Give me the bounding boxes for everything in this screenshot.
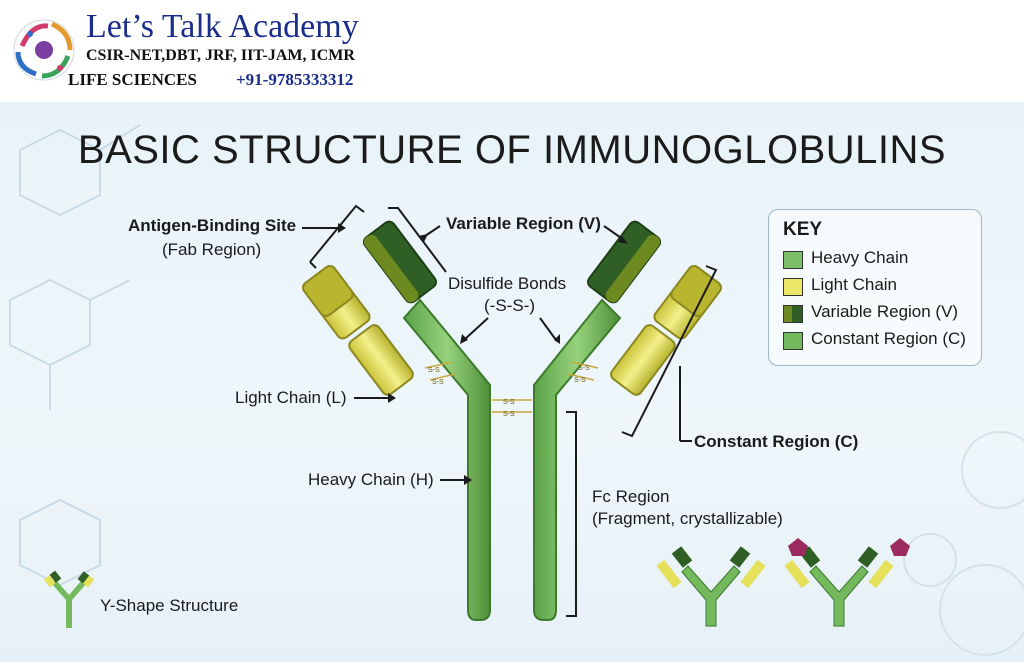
key-label: Constant Region (C)	[811, 329, 966, 348]
key-legend: KEY Heavy Chain Light Chain Variable Reg…	[768, 209, 982, 366]
constant-region-swatch	[783, 332, 803, 350]
heavy-chain-left	[402, 298, 491, 621]
antigen-icon	[890, 538, 910, 556]
light-chain-right	[610, 265, 722, 396]
ss-label: S-S	[574, 377, 586, 384]
disulfide-bond-left	[424, 361, 456, 381]
subject-text: LIFE SCIENCES	[68, 70, 197, 89]
ss-label: S-S	[428, 367, 440, 374]
heavy-chain-swatch	[783, 251, 803, 269]
disulfide-arrow-left	[463, 317, 489, 341]
small-antibody-1	[656, 546, 766, 627]
variable-arrow-right	[603, 225, 625, 241]
light-chain-left	[302, 265, 414, 396]
key-label: Variable Region (V)	[811, 302, 959, 321]
disulfide-arrow-right	[539, 317, 557, 341]
light-chain-label: Light Chain (L)	[235, 388, 347, 407]
academy-logo	[13, 19, 75, 81]
fab-region-label: (Fab Region)	[162, 240, 262, 259]
antigen-binding-site-label: Antigen-Binding Site	[128, 216, 297, 235]
variable-region-label: Variable Region (V)	[446, 214, 601, 233]
background-decoration	[9, 124, 1024, 656]
constant-bracket	[621, 265, 718, 438]
phone-number[interactable]: +91-9785333312	[236, 70, 354, 89]
light-chain-swatch	[783, 278, 803, 296]
academy-name: Let’s Talk Academy	[86, 8, 359, 45]
variable-region-heavy-left	[362, 220, 438, 304]
constant-region-label: Constant Region (C)	[694, 432, 859, 451]
y-shape-icon	[43, 570, 95, 628]
fab-bracket	[309, 204, 365, 263]
heavy-chain-label: Heavy Chain (H)	[308, 470, 434, 489]
ss-label: S-S	[578, 365, 590, 372]
fab-bracket-end	[309, 261, 317, 269]
y-shape-label: Y-Shape Structure	[100, 596, 239, 615]
heavy-chain-right	[533, 298, 622, 621]
header-banner: Let’s Talk Academy CSIR-NET,DBT, JRF, II…	[0, 0, 1024, 102]
disulfide-bond-right	[567, 361, 599, 381]
key-title: KEY	[783, 219, 823, 240]
key-label: Light Chain	[811, 275, 898, 294]
fc-description-label: (Fragment, crystallizable)	[592, 509, 783, 528]
diagram-background	[0, 102, 1024, 662]
page-title: BASIC STRUCTURE OF IMMUNOGLOBULINS	[77, 128, 947, 172]
fc-bracket	[566, 411, 577, 617]
exam-list: CSIR-NET,DBT, JRF, IIT-JAM, ICMR	[86, 47, 355, 64]
ss-label: S-S	[503, 399, 515, 406]
key-label: Heavy Chain	[811, 248, 909, 267]
small-antibody-2	[784, 538, 910, 627]
disulfide-formula-label: (-S-S-)	[484, 296, 535, 315]
ss-label: S-S	[503, 411, 515, 418]
antigen-icon	[788, 538, 808, 556]
disulfide-bond-hinge	[492, 399, 532, 413]
disulfide-bonds-label: Disulfide Bonds	[448, 274, 567, 293]
variable-bracket	[388, 207, 447, 273]
fc-region-label: Fc Region	[592, 487, 670, 506]
variable-region-swatch	[783, 305, 803, 323]
ss-label: S-S	[432, 379, 444, 386]
variable-region-heavy-right	[586, 220, 662, 304]
